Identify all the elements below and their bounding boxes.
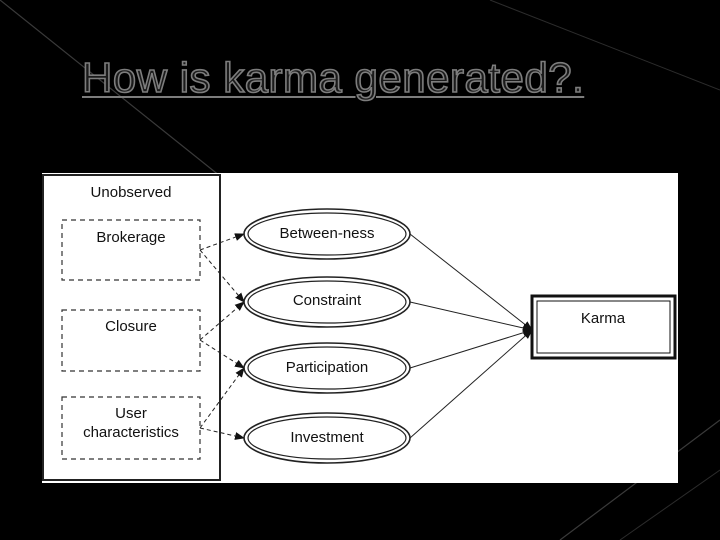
bg-diagonal-top-left [0,0,251,201]
arrow-constraint-karma [409,301,533,332]
diagram-background [42,173,678,483]
investment-label: Investment [290,429,364,446]
betweenness-label: Between-ness [279,225,374,242]
brokerage-label: Brokerage [96,229,165,246]
slide-title: How is karma generated?. [81,53,585,102]
arrow-brokerage-constraint [199,249,245,303]
arrow-user-investment [199,427,245,440]
arrow-user-participation [199,367,245,429]
arrow-betweenness-karma [409,233,533,331]
constraint-label: Constraint [293,292,362,309]
betweenness-ellipse-inner [247,212,407,256]
unobserved-label: Unobserved [91,184,172,201]
karma-label: Karma [581,310,626,327]
closure-label: Closure [105,318,157,335]
karma-box-inner [536,300,671,354]
karma-diagram: Unobserved Brokerage Closure User charac… [42,173,678,483]
measure-constraint: Constraint [243,276,411,328]
solid-arrows [409,233,533,439]
arrow-closure-participation [199,339,245,369]
bg-diagonal-bottom-right-2 [619,469,720,540]
participation-ellipse-inner [247,346,407,390]
user-label-line1: User [115,405,147,422]
arrow-investment-karma [409,329,533,439]
constraint-ellipse-inner [247,280,407,324]
karma-box-outer [530,294,677,360]
bg-diagonal-top-right [489,0,720,91]
dashed-arrows [199,233,245,440]
arrow-brokerage-betweenness [199,233,245,251]
user-label-line2: characteristics [83,424,179,441]
arrow-participation-karma [409,328,533,369]
arrow-closure-constraint [199,301,245,341]
participation-label: Participation [286,359,369,376]
user-characteristics-box [61,396,201,460]
measure-investment: Investment [243,412,411,464]
unobserved-group-box [42,174,221,481]
investment-ellipse-inner [247,416,407,460]
